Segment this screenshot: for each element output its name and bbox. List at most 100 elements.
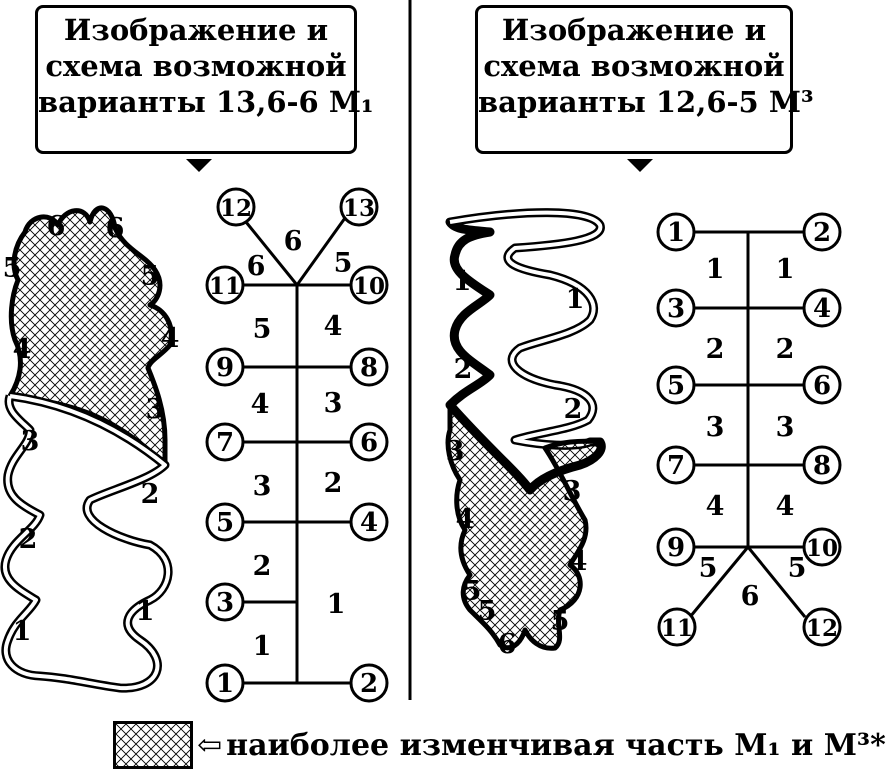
left-scheme-branch-12 [244, 221, 299, 286]
right-scheme-node-11-circle [657, 607, 697, 647]
right-scheme-label-9: 5 [788, 553, 807, 584]
left-tooth-cusp-label-2: 5 [3, 253, 22, 284]
left-scheme-label-0: 6 [284, 226, 303, 257]
right-scheme-node-4: 4 [802, 288, 842, 328]
left-title-box: Изображение и схема возможной варианты 1… [35, 5, 374, 154]
right-scheme-label-6: 4 [706, 491, 725, 522]
left-scheme-label-6: 3 [324, 388, 343, 419]
right-tooth-cusp-label-3: 2 [564, 394, 583, 425]
right-scheme-node-3-number: 3 [667, 294, 685, 324]
left-tooth-cusp-label-11: 1 [13, 616, 32, 647]
right-scheme-node-1-number: 1 [667, 218, 685, 248]
right-tooth-cusp-label-0: 1 [453, 266, 472, 297]
left-tooth-cusp-label-3: 5 [141, 261, 160, 292]
right-tooth-cusp-label-10: 6 [498, 629, 517, 660]
left-scheme-node-10-number: 10 [353, 273, 385, 300]
left-scheme-node-7-number: 7 [216, 428, 234, 458]
left-scheme-node-13: 13 [339, 187, 379, 227]
left-scheme-node-12-circle [216, 187, 256, 227]
left-title-pointer [186, 159, 212, 172]
right-scheme-node-5-circle [656, 365, 696, 405]
right-scheme-node-8-number: 8 [813, 451, 831, 481]
right-tooth-cusp-label-7: 4 [569, 546, 588, 577]
right-scheme-node-10-number: 10 [806, 535, 838, 562]
left-scheme-node-1-circle [205, 663, 245, 703]
left-scheme-node-4: 4 [349, 502, 389, 542]
left-tooth-cusp-label-5: 4 [161, 323, 180, 354]
right-scheme-node-12-number: 12 [806, 615, 838, 642]
left-title-line-2: схема возможной [45, 49, 347, 83]
legend-hatch-pattern [116, 724, 190, 766]
left-tooth-cusp-label-9: 2 [19, 524, 38, 555]
left-scheme-label-1: 6 [247, 251, 266, 282]
right-scheme-node-2-circle [802, 212, 842, 252]
left-scheme-node-13-circle [339, 187, 379, 227]
right-scheme-node-6-circle [802, 365, 842, 405]
right-scheme-label-3: 2 [776, 334, 795, 365]
right-scheme-node-7: 7 [656, 445, 696, 485]
right-title-line-1: Изображение и [501, 13, 767, 47]
left-scheme-node-4-circle [349, 502, 389, 542]
left-scheme-node-3: 3 [205, 582, 245, 622]
right-title-line-2: схема возможной [483, 49, 785, 83]
left-scheme-node-9-circle [205, 347, 245, 387]
right-scheme-node-2: 2 [802, 212, 842, 252]
right-tooth-crown-hatched [445, 402, 604, 651]
right-scheme-label-4: 3 [706, 412, 725, 443]
left-scheme-node-10: 10 [349, 265, 389, 305]
left-scheme-node-2-circle [349, 663, 389, 703]
left-tooth-cusp-label-0: 6 [47, 211, 66, 242]
right-scheme-label-10: 6 [741, 581, 760, 612]
left-scheme-node-11-number: 11 [209, 273, 241, 300]
right-scheme-node-10: 10 [802, 527, 842, 567]
right-scheme-node-12: 12 [802, 607, 842, 647]
right-tooth-cusp-label-5: 3 [563, 476, 582, 507]
left-scheme-node-3-number: 3 [216, 588, 234, 618]
left-scheme-node-8: 8 [349, 347, 389, 387]
right-scheme-node-9-circle [656, 527, 696, 567]
left-scheme-node-6-number: 6 [360, 428, 378, 458]
right-title-pointer [627, 159, 653, 172]
right-tooth-cusp-label-2: 2 [454, 354, 473, 385]
left-scheme-node-4-number: 4 [360, 508, 378, 538]
left-scheme-node-8-circle [349, 347, 389, 387]
right-tooth-cusp-label-8: 5 [463, 576, 482, 607]
left-scheme-node-12-number: 12 [220, 195, 252, 222]
right-tooth-cusp-label-1: 1 [566, 284, 585, 315]
left-scheme-label-4: 4 [324, 311, 343, 342]
left-tooth-cusp-label-1: 6 [106, 213, 125, 244]
right-scheme-node-6-number: 6 [813, 371, 831, 401]
left-scheme-node-6: 6 [349, 422, 389, 462]
left-scheme-node-1: 1 [205, 663, 245, 703]
right-scheme-node-11-number: 11 [661, 615, 693, 642]
left-tooth-root-inner [2, 394, 170, 691]
right-title-line-3: варианты 12,6-5 М³ [478, 85, 814, 119]
right-scheme-node-3: 3 [656, 288, 696, 328]
left-scheme-label-3: 5 [253, 314, 272, 345]
right-scheme-label-8: 5 [699, 553, 718, 584]
left-scheme-label-2: 5 [334, 248, 353, 279]
right-scheme [688, 230, 808, 618]
right-scheme-node-11: 11 [657, 607, 697, 647]
right-scheme-node-3-circle [656, 288, 696, 328]
left-scheme-node-8-number: 8 [360, 353, 378, 383]
left-scheme-label-10: 1 [327, 589, 346, 620]
right-scheme-node-6: 6 [802, 365, 842, 405]
left-tooth-cusp-label-7: 3 [21, 426, 40, 457]
right-tooth-cusp-label-6: 4 [456, 504, 475, 535]
left-scheme-node-9-number: 9 [216, 353, 234, 383]
left-scheme-node-9: 9 [205, 347, 245, 387]
right-scheme-node-2-number: 2 [813, 218, 831, 248]
right-scheme-node-4-number: 4 [813, 294, 831, 324]
left-title-line-1: Изображение и [63, 13, 329, 47]
left-scheme-node-5-number: 5 [216, 508, 234, 538]
right-scheme-node-7-number: 7 [667, 451, 685, 481]
left-tooth-cusp-label-8: 2 [141, 479, 160, 510]
right-scheme-label-2: 2 [706, 334, 725, 365]
right-tooth-cusp-label-11: 5 [551, 606, 570, 637]
left-scheme-node-11: 11 [205, 265, 245, 305]
right-tooth-root-inner [449, 210, 603, 448]
right-scheme-label-0: 1 [706, 254, 725, 285]
left-scheme-node-1-number: 1 [216, 669, 234, 699]
